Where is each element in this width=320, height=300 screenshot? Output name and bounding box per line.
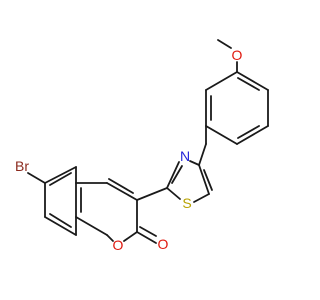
sulfur-atom-label: S: [182, 195, 191, 211]
methoxyphenyl-ring: [205, 71, 269, 145]
methoxy-group: [217, 39, 238, 73]
thiazole-ring: [166, 125, 213, 203]
chemical-structure-diagram: Br N S O O O: [15, 39, 269, 253]
ring-oxygen-atom-label: O: [113, 237, 124, 253]
carbonyl-oxygen-atom-label: O: [158, 236, 169, 252]
coumarin-ring-system: [27, 166, 168, 244]
methoxy-oxygen-atom-label: O: [232, 47, 243, 63]
bromine-atom-label: Br: [15, 158, 29, 174]
nitrogen-atom-label: N: [180, 148, 190, 164]
